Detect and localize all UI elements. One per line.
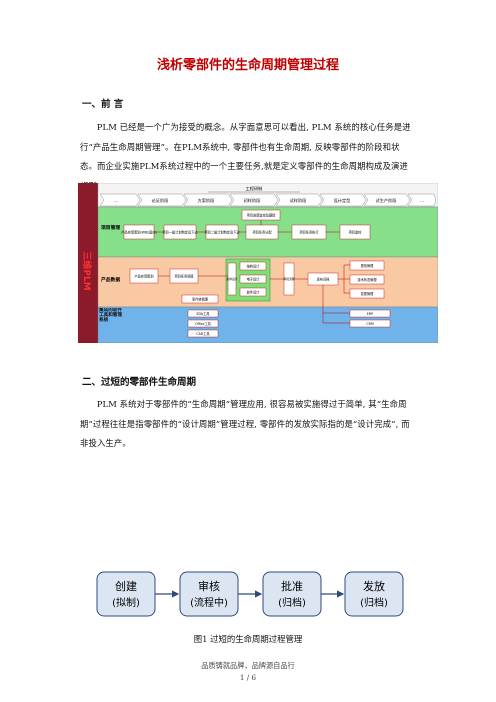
phase-top-label: 工程研制: [246, 185, 263, 192]
plm-architecture-diagram: 三维PLM 工程研制 … 论证阶段 方案阶段 初样阶段 试样阶段 设计定型 试生…: [78, 183, 438, 343]
phase-arrows: [99, 193, 437, 207]
product-box: [227, 262, 237, 296]
lifecycle-flow-diagram: 创建 (拟制) 审核 (流程中) 批准 (归档) 发放 (归档): [96, 571, 404, 617]
product-box-label: 技术状态管理: [357, 277, 377, 282]
row-label-project: 项目管理: [101, 224, 120, 231]
project-box-label: 产品实现策划(WBS面向): [121, 230, 156, 235]
product-box-label: 结构设计: [247, 264, 261, 269]
flow-step: 发放 (归档): [344, 571, 404, 617]
product-box: [239, 274, 267, 284]
section-heading-short-lifecycle: 二、过短的零部件生命周期: [82, 377, 197, 388]
product-box-label: 审批流程: [283, 277, 294, 281]
phase-label: …: [420, 198, 424, 203]
phase-label: 试生产阶段: [376, 197, 398, 204]
short-lifecycle-paragraph: PLM 系统对于零部件的“生命周期”管理应用, 很容易被实施得过于简单, 其“生…: [80, 399, 410, 448]
svg-text:发放: 发放: [363, 579, 385, 593]
product-box-label: 变更管理: [361, 291, 375, 296]
tool-box: [187, 309, 219, 318]
footer-slogan: 品质铸就品牌，品牌源自品行: [201, 661, 295, 670]
phase-label: 论证阶段: [152, 197, 170, 204]
document-title: 浅析零部件的生命周期管理过程: [156, 58, 339, 73]
project-box-label: 项目监控: [349, 230, 363, 235]
product-box: [349, 288, 385, 299]
product-box-label: 产品实现策划: [134, 274, 153, 279]
product-box: [239, 261, 267, 271]
tool-box-label: EDA工具: [197, 311, 211, 316]
section-heading-intro: 一、前 言: [82, 99, 124, 110]
tool-box: [187, 319, 219, 328]
flow-step: 审核 (流程中): [179, 571, 239, 617]
product-box: [239, 287, 267, 297]
product-box-label: 更改管理: [361, 263, 375, 268]
product-box: [349, 274, 385, 285]
system-box: [349, 309, 391, 318]
phase-label: …: [114, 198, 118, 203]
project-box-label: 项目任务执行: [299, 230, 319, 235]
svg-text:(拟制): (拟制): [112, 596, 140, 609]
phase-label: 设计定型: [334, 197, 351, 204]
tool-box-label: CAD工具: [196, 331, 210, 336]
project-box-label: 项目二级计划制定及下达: [204, 230, 240, 235]
page-number: 1 / 6: [239, 673, 257, 682]
project-box-label: 项目一级计划制定及下达: [162, 230, 198, 235]
product-box: [349, 260, 385, 271]
product-box-label: 电子设计: [247, 277, 261, 282]
svg-text:(流程中): (流程中): [190, 596, 228, 609]
phase-label: 试样阶段: [290, 197, 308, 204]
system-box-label: CRM: [366, 322, 373, 326]
product-box-label: 软件设计: [247, 290, 261, 295]
phase-label: 初样阶段: [244, 197, 262, 204]
side-label: 三维PLM: [81, 251, 93, 290]
product-box-label: 项目任务调度: [174, 274, 194, 279]
tool-box: [187, 329, 219, 338]
phase-label: 方案阶段: [198, 197, 216, 204]
project-box-label: 项目任务分配: [252, 230, 272, 235]
svg-text:审核: 审核: [198, 579, 220, 593]
svg-text:(归档): (归档): [360, 596, 388, 609]
row-label-tools: 集成的软件工具和管理系统: [99, 308, 122, 324]
side-bar: [78, 183, 98, 343]
row-label-product: 产品数据: [101, 276, 120, 283]
flow-step: 创建 (拟制): [96, 571, 156, 617]
product-box: [181, 294, 219, 304]
product-box-label: 总体设计: [226, 277, 237, 281]
product-box-label: 零件族管理: [192, 297, 209, 302]
project-box-label: 项目进度监控及跟踪: [247, 213, 276, 218]
system-box: [349, 319, 391, 328]
svg-text:(归档): (归档): [278, 596, 306, 609]
svg-text:批准: 批准: [281, 579, 303, 593]
product-box-label: 发布归档: [317, 277, 330, 282]
tool-box-label: Office工具: [195, 321, 211, 326]
system-box-label: ERP: [367, 312, 373, 316]
flow-step: 批准 (归档): [262, 571, 322, 617]
svg-text:创建: 创建: [115, 579, 137, 593]
figure-caption: 图1 过短的生命周期过程管理: [193, 634, 303, 644]
